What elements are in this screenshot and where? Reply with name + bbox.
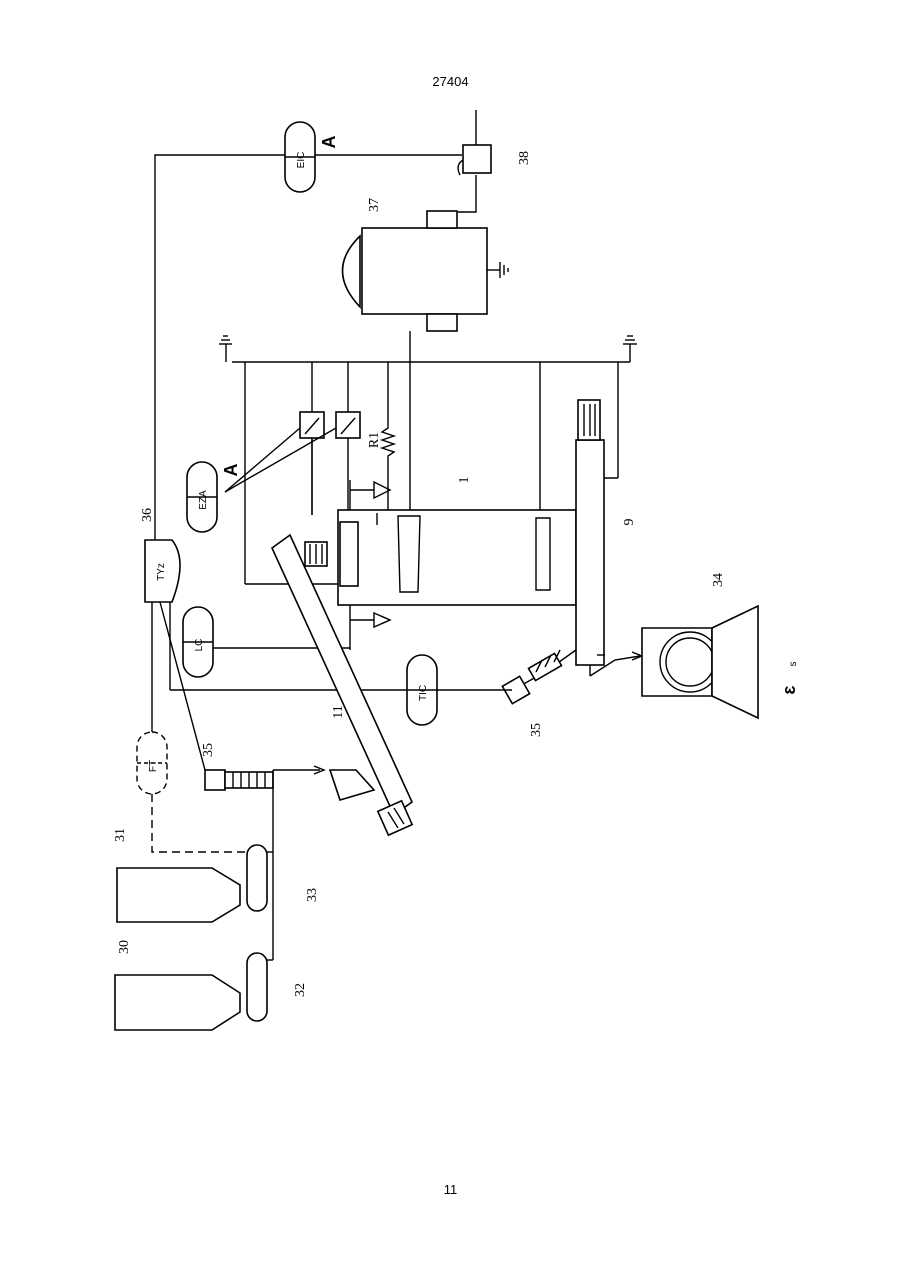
tyz-label: TYz	[156, 563, 167, 581]
flange-35-upper	[205, 766, 324, 852]
eic-controller: EIC	[285, 122, 315, 192]
conveyor-9	[576, 400, 642, 676]
flange-35-lower	[502, 650, 576, 704]
label-38: 38	[517, 151, 532, 165]
ft-label: FT	[148, 760, 159, 772]
ft-transmitter: FT	[137, 732, 250, 852]
belt-33	[247, 845, 273, 911]
grinder-34	[642, 606, 758, 718]
page-footer-number: 11	[0, 1182, 901, 1197]
generator-37	[343, 211, 509, 510]
marker-a-top: A	[319, 136, 339, 149]
eza-indicator: EZA	[187, 428, 336, 532]
eic-label: EIC	[296, 152, 307, 169]
label-1: 1	[457, 477, 472, 484]
label-37: 37	[367, 198, 382, 212]
label-9: 9	[622, 519, 637, 526]
label-33: 33	[305, 888, 320, 902]
silo-30	[115, 975, 240, 1030]
label-r1: R1	[367, 432, 382, 448]
marker-three-symbol: ɛ	[779, 685, 799, 694]
label-11: 11	[331, 705, 346, 718]
marker-a-mid: A	[221, 464, 241, 477]
resistor-r1	[382, 420, 394, 512]
meter-2	[336, 412, 360, 438]
lc-label: LC	[194, 639, 205, 652]
label-35-lower: 35	[529, 723, 544, 737]
marker-s: s	[788, 662, 799, 667]
label-30: 30	[117, 940, 132, 954]
silo-31	[117, 868, 240, 922]
eza-label: EZA	[198, 490, 209, 510]
label-34: 34	[711, 573, 726, 587]
label-35-upper: 35	[201, 743, 216, 757]
meter-1	[300, 412, 324, 438]
label-36: 36	[140, 508, 155, 522]
tic-label: TIC	[418, 685, 429, 701]
valve-38	[458, 145, 491, 175]
label-31: 31	[113, 828, 128, 842]
label-32: 32	[293, 983, 308, 997]
